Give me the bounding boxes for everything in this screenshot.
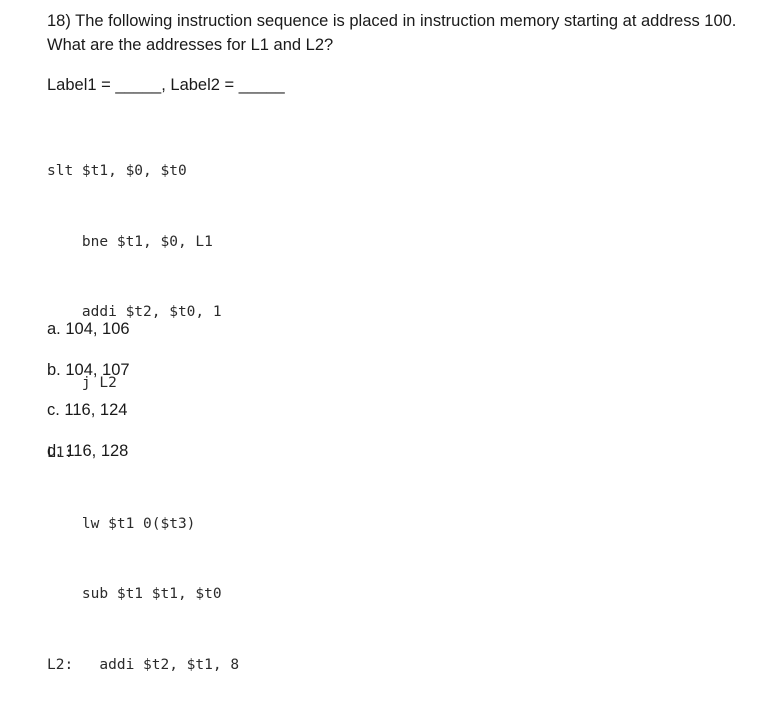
code-label-l2: L2: addi $t2, $t1, 8 bbox=[47, 656, 240, 673]
code-label-l1: L1: bbox=[47, 445, 74, 461]
code-line: sub $t1 $t1, $t0 bbox=[47, 586, 222, 602]
option-a[interactable]: a. 104, 106 bbox=[47, 320, 130, 338]
code-line: slt $t1, $0, $t0 bbox=[47, 163, 187, 179]
code-line: lw $t1 0($t3) bbox=[47, 515, 196, 532]
code-line: j L2 bbox=[47, 374, 117, 391]
code-line: addi $t2, $t0, 1 bbox=[47, 304, 222, 320]
option-d[interactable]: d. 116, 128 bbox=[47, 441, 129, 460]
question-text: 18) The following instruction sequence i… bbox=[47, 12, 737, 54]
option-b[interactable]: b. 104, 107 bbox=[47, 360, 130, 379]
option-c[interactable]: c. 116, 124 bbox=[47, 401, 128, 419]
answer-blanks: Label1 = _____, Label2 = _____ bbox=[47, 76, 285, 94]
answer-options: a. 104, 106 b. 104, 107 c. 116, 124 d. 1… bbox=[47, 318, 130, 480]
code-line: bne $t1, $0, L1 bbox=[47, 233, 213, 250]
